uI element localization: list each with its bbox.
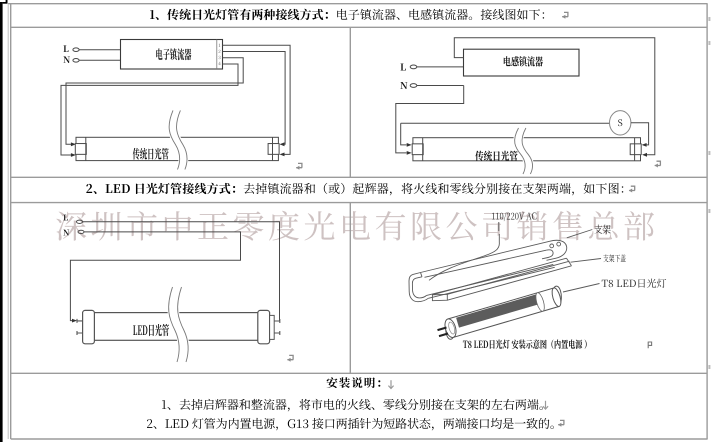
- svg-text:110/220V AC: 110/220V AC: [491, 210, 537, 223]
- svg-text:4: 4: [218, 61, 221, 67]
- svg-text:2: 2: [218, 49, 221, 55]
- svg-text:LED日光管: LED日光管: [133, 321, 170, 340]
- svg-text:3: 3: [218, 55, 221, 61]
- svg-text:传统日光管: 传统日光管: [475, 148, 518, 164]
- svg-text:T8 LED日光灯: T8 LED日光灯: [602, 275, 667, 290]
- svg-text:1: 1: [218, 43, 221, 49]
- svg-text:N: N: [400, 78, 408, 92]
- svg-text:电子镇流器: 电子镇流器: [156, 44, 192, 62]
- svg-text:L: L: [400, 60, 406, 74]
- svg-text:N: N: [63, 228, 70, 239]
- svg-text:支架: 支架: [594, 221, 611, 236]
- svg-text:N: N: [63, 53, 71, 66]
- svg-text:L: L: [63, 213, 68, 224]
- svg-text:支架下盖: 支架下盖: [603, 253, 626, 265]
- svg-text:传统日光管: 传统日光管: [133, 144, 169, 162]
- svg-text:电感镇流器: 电感镇流器: [503, 53, 543, 69]
- svg-text:L: L: [63, 42, 69, 55]
- svg-text:T8 LED日光灯 安装示意图（内置电源 ）: T8 LED日光灯 安装示意图（内置电源 ）: [463, 338, 591, 352]
- svg-text:S: S: [618, 116, 623, 129]
